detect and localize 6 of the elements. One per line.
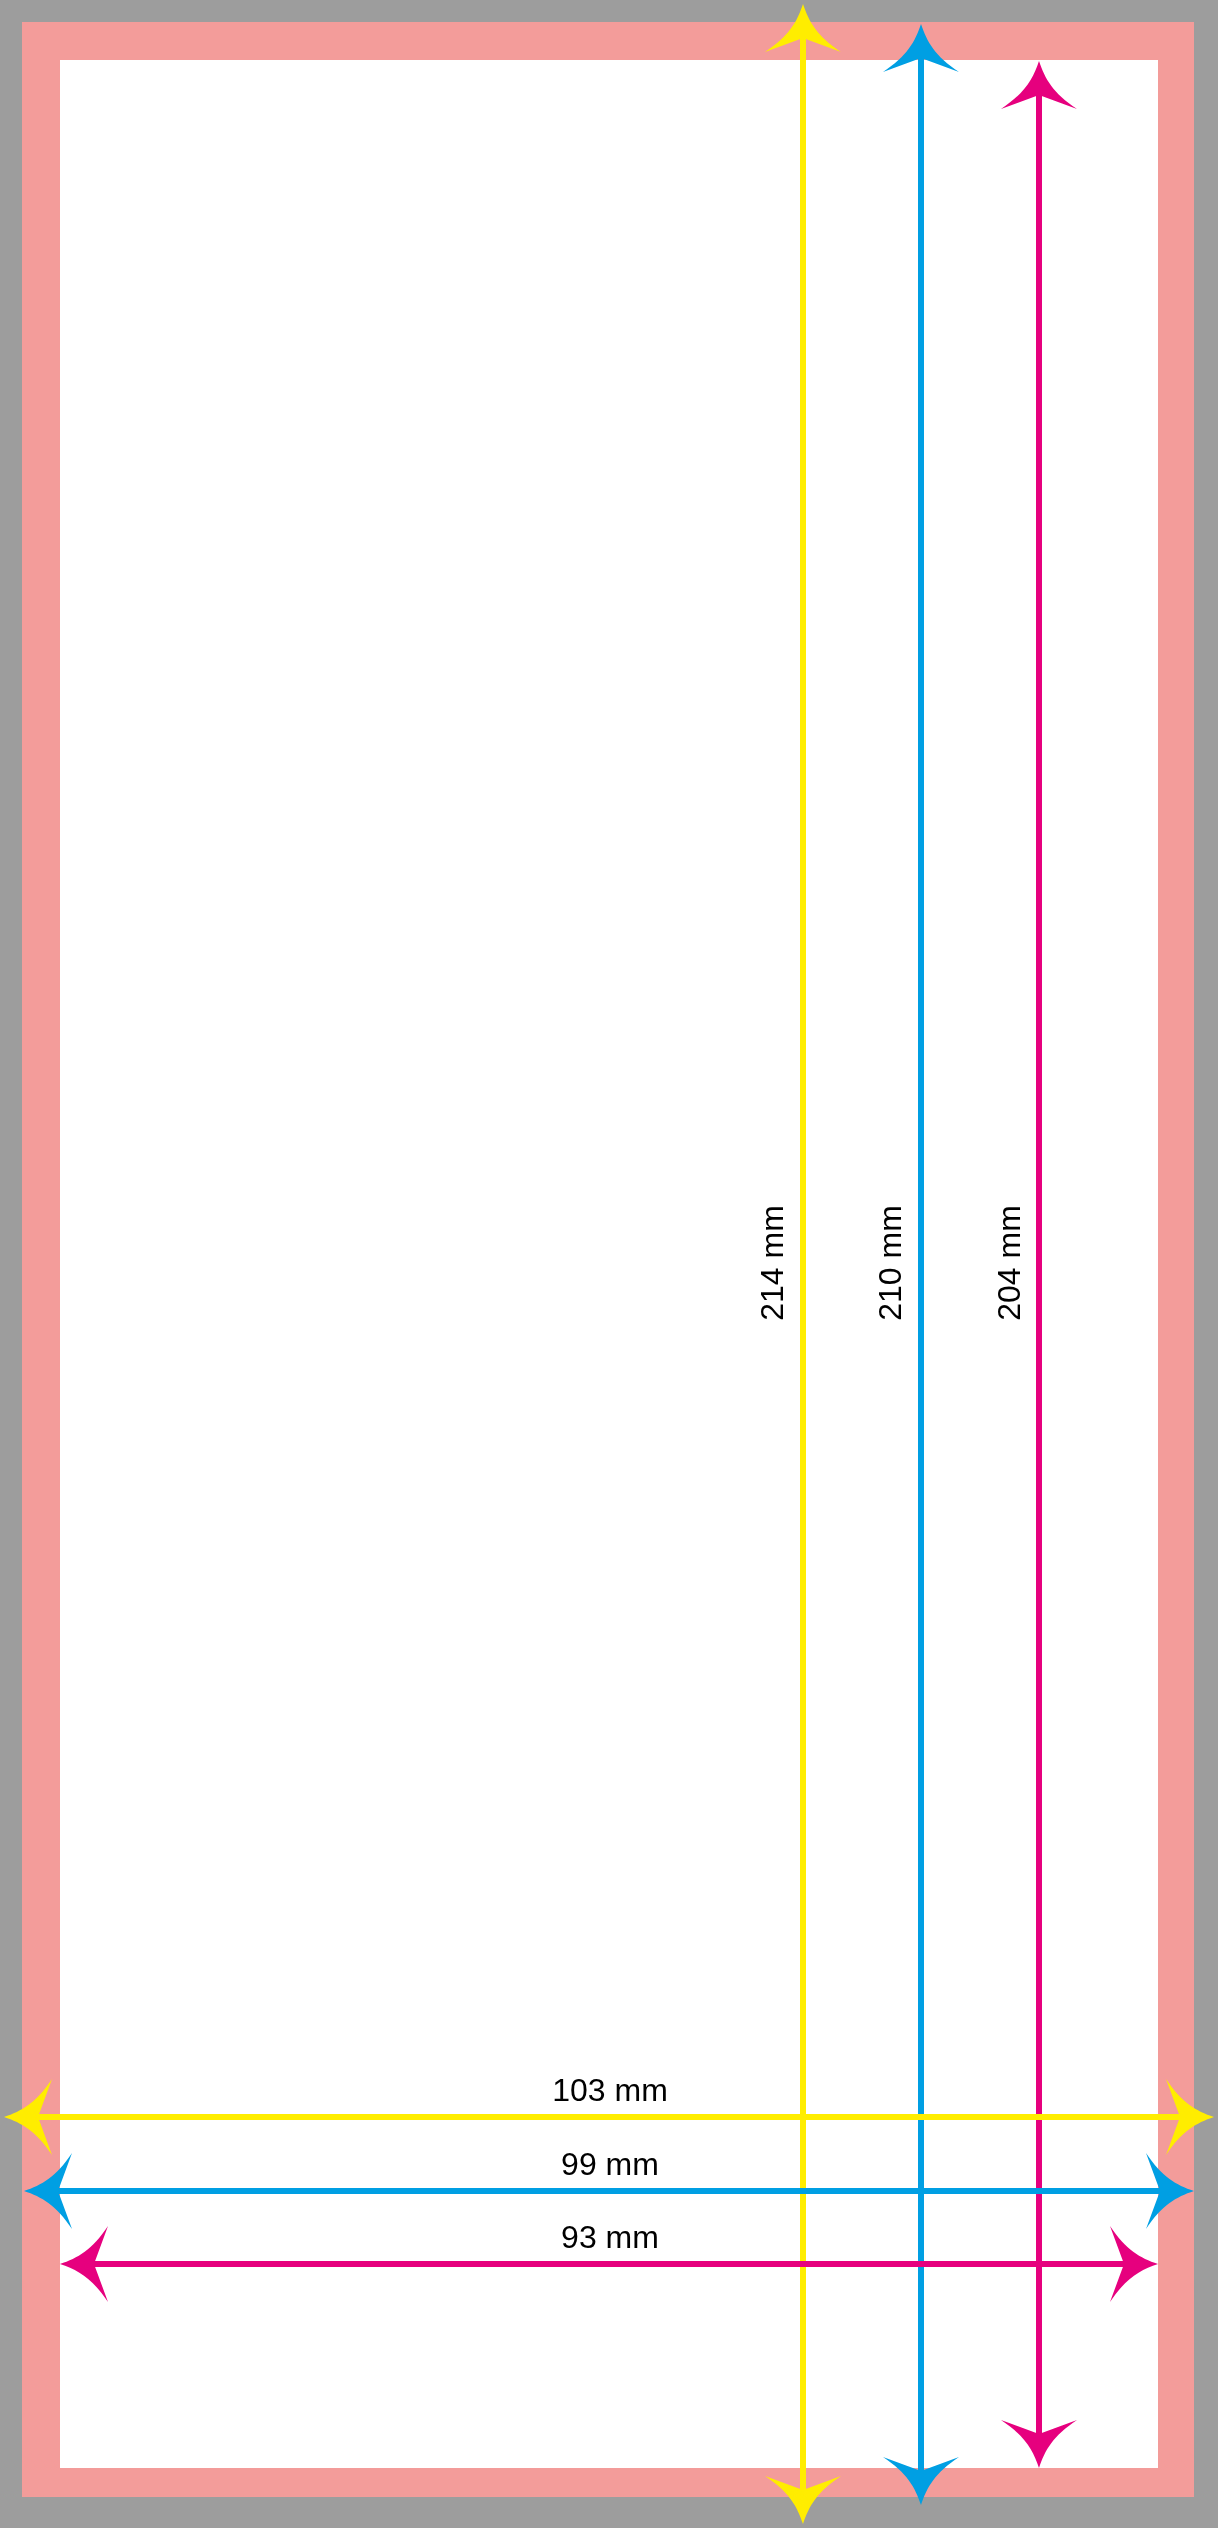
dimension-label: 210 mm [874, 1205, 906, 1321]
dimension-label: 214 mm [756, 1205, 788, 1321]
dimension-label: 93 mm [561, 2221, 659, 2253]
dimension-label: 204 mm [993, 1205, 1025, 1321]
dimension-label: 103 mm [552, 2074, 668, 2106]
dimension-label: 99 mm [561, 2148, 659, 2180]
